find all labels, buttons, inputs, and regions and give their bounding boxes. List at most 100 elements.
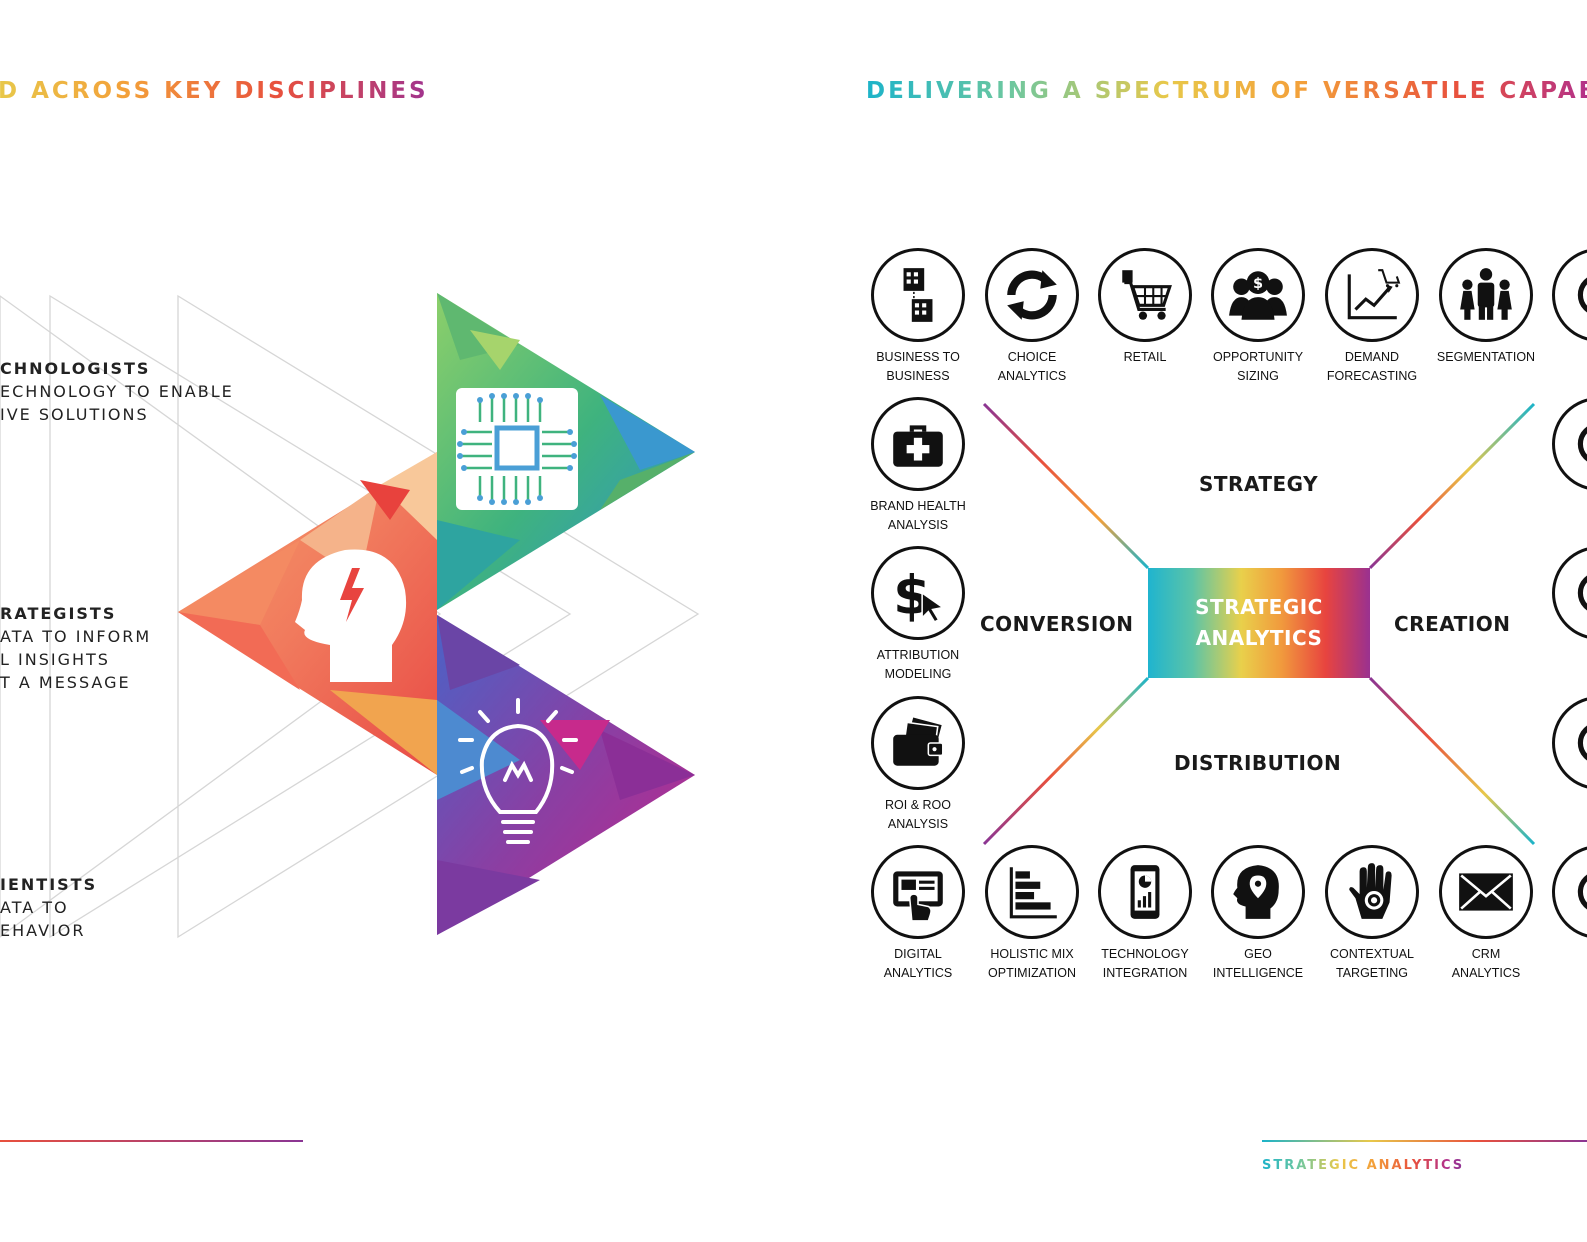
footer-label: STRATEGIC ANALYTICS <box>1262 1158 1465 1173</box>
center-label-line: ANALYTICS <box>1195 626 1323 650</box>
discipline-line: EHAVIOR <box>0 921 86 940</box>
head-lightning-icon <box>295 549 407 682</box>
icon-circle: $ <box>871 546 965 640</box>
label-line: CONTEXTUAL <box>1329 947 1415 961</box>
svg-text:$: $ <box>1253 276 1263 292</box>
icon-circle <box>1325 845 1419 939</box>
partial-icon <box>1577 725 1587 761</box>
icon-label: CHOICE ANALYTICS <box>962 348 1102 386</box>
right-footer-rule <box>1262 1140 1587 1142</box>
icon-label: DI <box>1529 945 1587 964</box>
refresh-icon <box>1007 270 1057 320</box>
connector-line <box>982 676 1150 846</box>
label-line: INTEGRATION <box>1102 966 1188 980</box>
icon-circle <box>1552 248 1587 342</box>
label-line: TARGETING <box>1336 966 1408 980</box>
label-line: DEMAND <box>1344 350 1400 364</box>
label-line: OPTIMIZATION <box>988 966 1076 980</box>
icon-circle <box>871 397 965 491</box>
icon-circle <box>985 248 1079 342</box>
capability-holistic-mix-optimization: HOLISTIC MIX OPTIMIZATION <box>962 845 1102 983</box>
right-page-heading: DELIVERING A SPECTRUM OF VERSATILE CAPAB… <box>866 78 1587 104</box>
discipline-line: ECHNOLOGY TO ENABLE <box>0 382 234 401</box>
icon-circle <box>1325 248 1419 342</box>
label-line: FORECASTING <box>1326 369 1418 383</box>
chart-cart-icon <box>1347 269 1401 320</box>
icon-label: CLA <box>1529 348 1587 386</box>
label-line: CHOICE <box>1007 350 1057 364</box>
discipline-line: T A MESSAGE <box>0 673 131 692</box>
label-line: DI <box>1529 945 1587 964</box>
icon-circle <box>871 696 965 790</box>
capability-technology-integration: TECHNOLOGY INTEGRATION <box>1075 845 1215 983</box>
label-line: ROI & ROO <box>885 798 951 812</box>
icon-circle <box>1552 546 1587 640</box>
label-line: ANALYTICS <box>1451 966 1521 980</box>
capability-partial-bottom: DI <box>1529 845 1587 964</box>
label-line: ANALYTICS <box>997 369 1067 383</box>
label-line: SIZING <box>1237 369 1279 383</box>
label-line: HOLISTIC MIX <box>990 947 1074 961</box>
icon-label: ATTRIBUTION MODELING <box>848 646 988 684</box>
label-line: LA <box>1529 367 1587 386</box>
connector-lines <box>982 402 1536 846</box>
icon-circle <box>1211 845 1305 939</box>
capability-attribution-modeling: $ ATTRIBUTION MODELING <box>848 546 988 684</box>
icon-label: RETAIL <box>1075 348 1215 367</box>
capability-retail: RETAIL <box>1075 248 1215 367</box>
capability-partial-top: CLA <box>1529 248 1587 386</box>
left-page-heading: D ACROSS KEY DISCIPLINES <box>0 78 429 104</box>
icon-label: DIGITAL ANALYTICS <box>848 945 988 983</box>
discipline-line: ATA TO INFORM <box>0 627 152 646</box>
icon-circle <box>1439 248 1533 342</box>
icon-label: SEGMENTATION <box>1416 348 1556 367</box>
partial-icon <box>1577 426 1587 462</box>
label-line: INTELLIGENCE <box>1212 966 1304 980</box>
quadrant-strategy: STRATEGY <box>1199 472 1319 496</box>
label-line: ATTRIBUTION <box>876 648 960 662</box>
label-line: MODELING <box>884 667 952 681</box>
tablet-hand-icon <box>893 871 943 922</box>
icon-circle <box>985 845 1079 939</box>
label-line: SEGMENTATION <box>1436 350 1536 364</box>
center-label: STRATEGIC ANALYTICS <box>1179 592 1339 654</box>
hand-target-icon <box>1349 863 1392 919</box>
label-line: DIGITAL <box>894 947 942 961</box>
capability-segmentation: SEGMENTATION <box>1416 248 1556 367</box>
envelope-icon <box>1459 873 1513 911</box>
quadrant-distribution: DISTRIBUTION <box>1174 751 1342 775</box>
head-pin-icon <box>1233 865 1279 919</box>
capability-contextual-targeting: CONTEXTUAL TARGETING <box>1302 845 1442 983</box>
quadrant-conversion: CONVERSION <box>980 612 1134 636</box>
bar-list-icon <box>1009 867 1057 919</box>
label-line: ANALYTICS <box>883 966 953 980</box>
icon-circle <box>1098 248 1192 342</box>
label-line: CRM <box>1471 947 1501 961</box>
center-hub: STRATEGIC ANALYTICS <box>1148 568 1370 678</box>
capability-choice-analytics: CHOICE ANALYTICS <box>962 248 1102 386</box>
icon-label: TECHNOLOGY INTEGRATION <box>1075 945 1215 983</box>
discipline-technologists: CHNOLOGISTS ECHNOLOGY TO ENABLE IVE SOLU… <box>0 357 234 426</box>
connector-line <box>1368 676 1536 846</box>
icon-label: CONTEXTUAL TARGETING <box>1302 945 1442 983</box>
quadrant-creation: CREATION <box>1394 612 1511 636</box>
buildings-icon <box>903 268 933 322</box>
discipline-line: IVE SOLUTIONS <box>0 405 149 424</box>
lightbulb-icon <box>458 698 578 844</box>
label-line: BUSINESS <box>886 369 950 383</box>
discipline-title: CHNOLOGISTS <box>0 359 151 378</box>
center-label-line: STRATEGIC <box>1195 595 1323 619</box>
label-line: TECHNOLOGY <box>1101 947 1189 961</box>
discipline-title: IENTISTS <box>0 875 98 894</box>
connector-line <box>982 402 1150 570</box>
icon-circle <box>1439 845 1533 939</box>
icon-circle <box>871 248 965 342</box>
icon-circle <box>1552 845 1587 939</box>
icon-circle <box>871 845 965 939</box>
